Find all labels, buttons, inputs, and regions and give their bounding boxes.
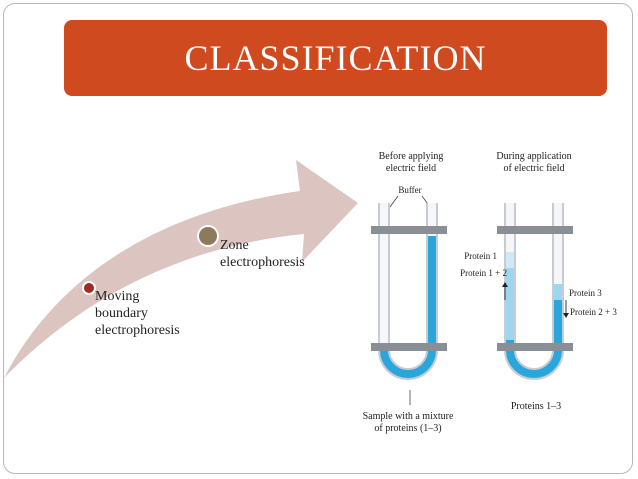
right-header-line-2: of electric field <box>503 163 564 174</box>
u-tube-right <box>497 203 573 380</box>
zone-line-2: electrophoresis <box>220 255 305 270</box>
left-header-line-2: electric field <box>386 163 436 174</box>
downward-arrow-head <box>563 313 569 318</box>
right-caption: Proteins 1–3 <box>511 401 561 412</box>
protein-1-label: Protein 1 <box>464 251 497 261</box>
sample-solution <box>380 346 436 378</box>
zone-dot <box>197 225 219 247</box>
slide-title: CLASSIFICATION <box>184 38 487 78</box>
curved-arrow-shape <box>4 160 358 378</box>
protein-2-3-label: Protein 2 + 3 <box>570 307 617 317</box>
moving-boundary-line-3: electrophoresis <box>95 323 180 338</box>
zone-line-1: Zone <box>220 238 249 253</box>
left-header-line-1: Before applying <box>379 151 444 162</box>
buffer-label: Buffer <box>398 185 421 195</box>
moving-boundary-dot <box>82 281 96 295</box>
left-caption-line-1: Sample with a mixture <box>363 411 454 422</box>
protein-3-label: Protein 3 <box>569 288 602 298</box>
protein-1-2-label: Protein 1 + 2 <box>460 268 507 278</box>
buffer-pointer-left <box>389 195 399 208</box>
moving-boundary-line-2: boundary <box>95 306 148 321</box>
right-upper-clamp <box>497 226 573 234</box>
title-banner: CLASSIFICATION <box>64 20 607 96</box>
moving-boundary-line-1: Moving <box>95 289 140 304</box>
left-lower-clamp <box>371 343 447 351</box>
right-header-line-1: During application <box>496 151 571 162</box>
u-tube-left <box>371 203 447 380</box>
bottom-solution <box>506 340 562 378</box>
upward-arrow-head <box>502 282 508 287</box>
moving-boundary-label: Moving boundary electrophoresis <box>95 288 180 339</box>
left-caption-line-2: of proteins (1–3) <box>374 423 441 434</box>
right-lower-clamp <box>497 343 573 351</box>
left-upper-clamp <box>371 226 447 234</box>
zone-electrophoresis-label: Zone electrophoresis <box>220 237 305 271</box>
